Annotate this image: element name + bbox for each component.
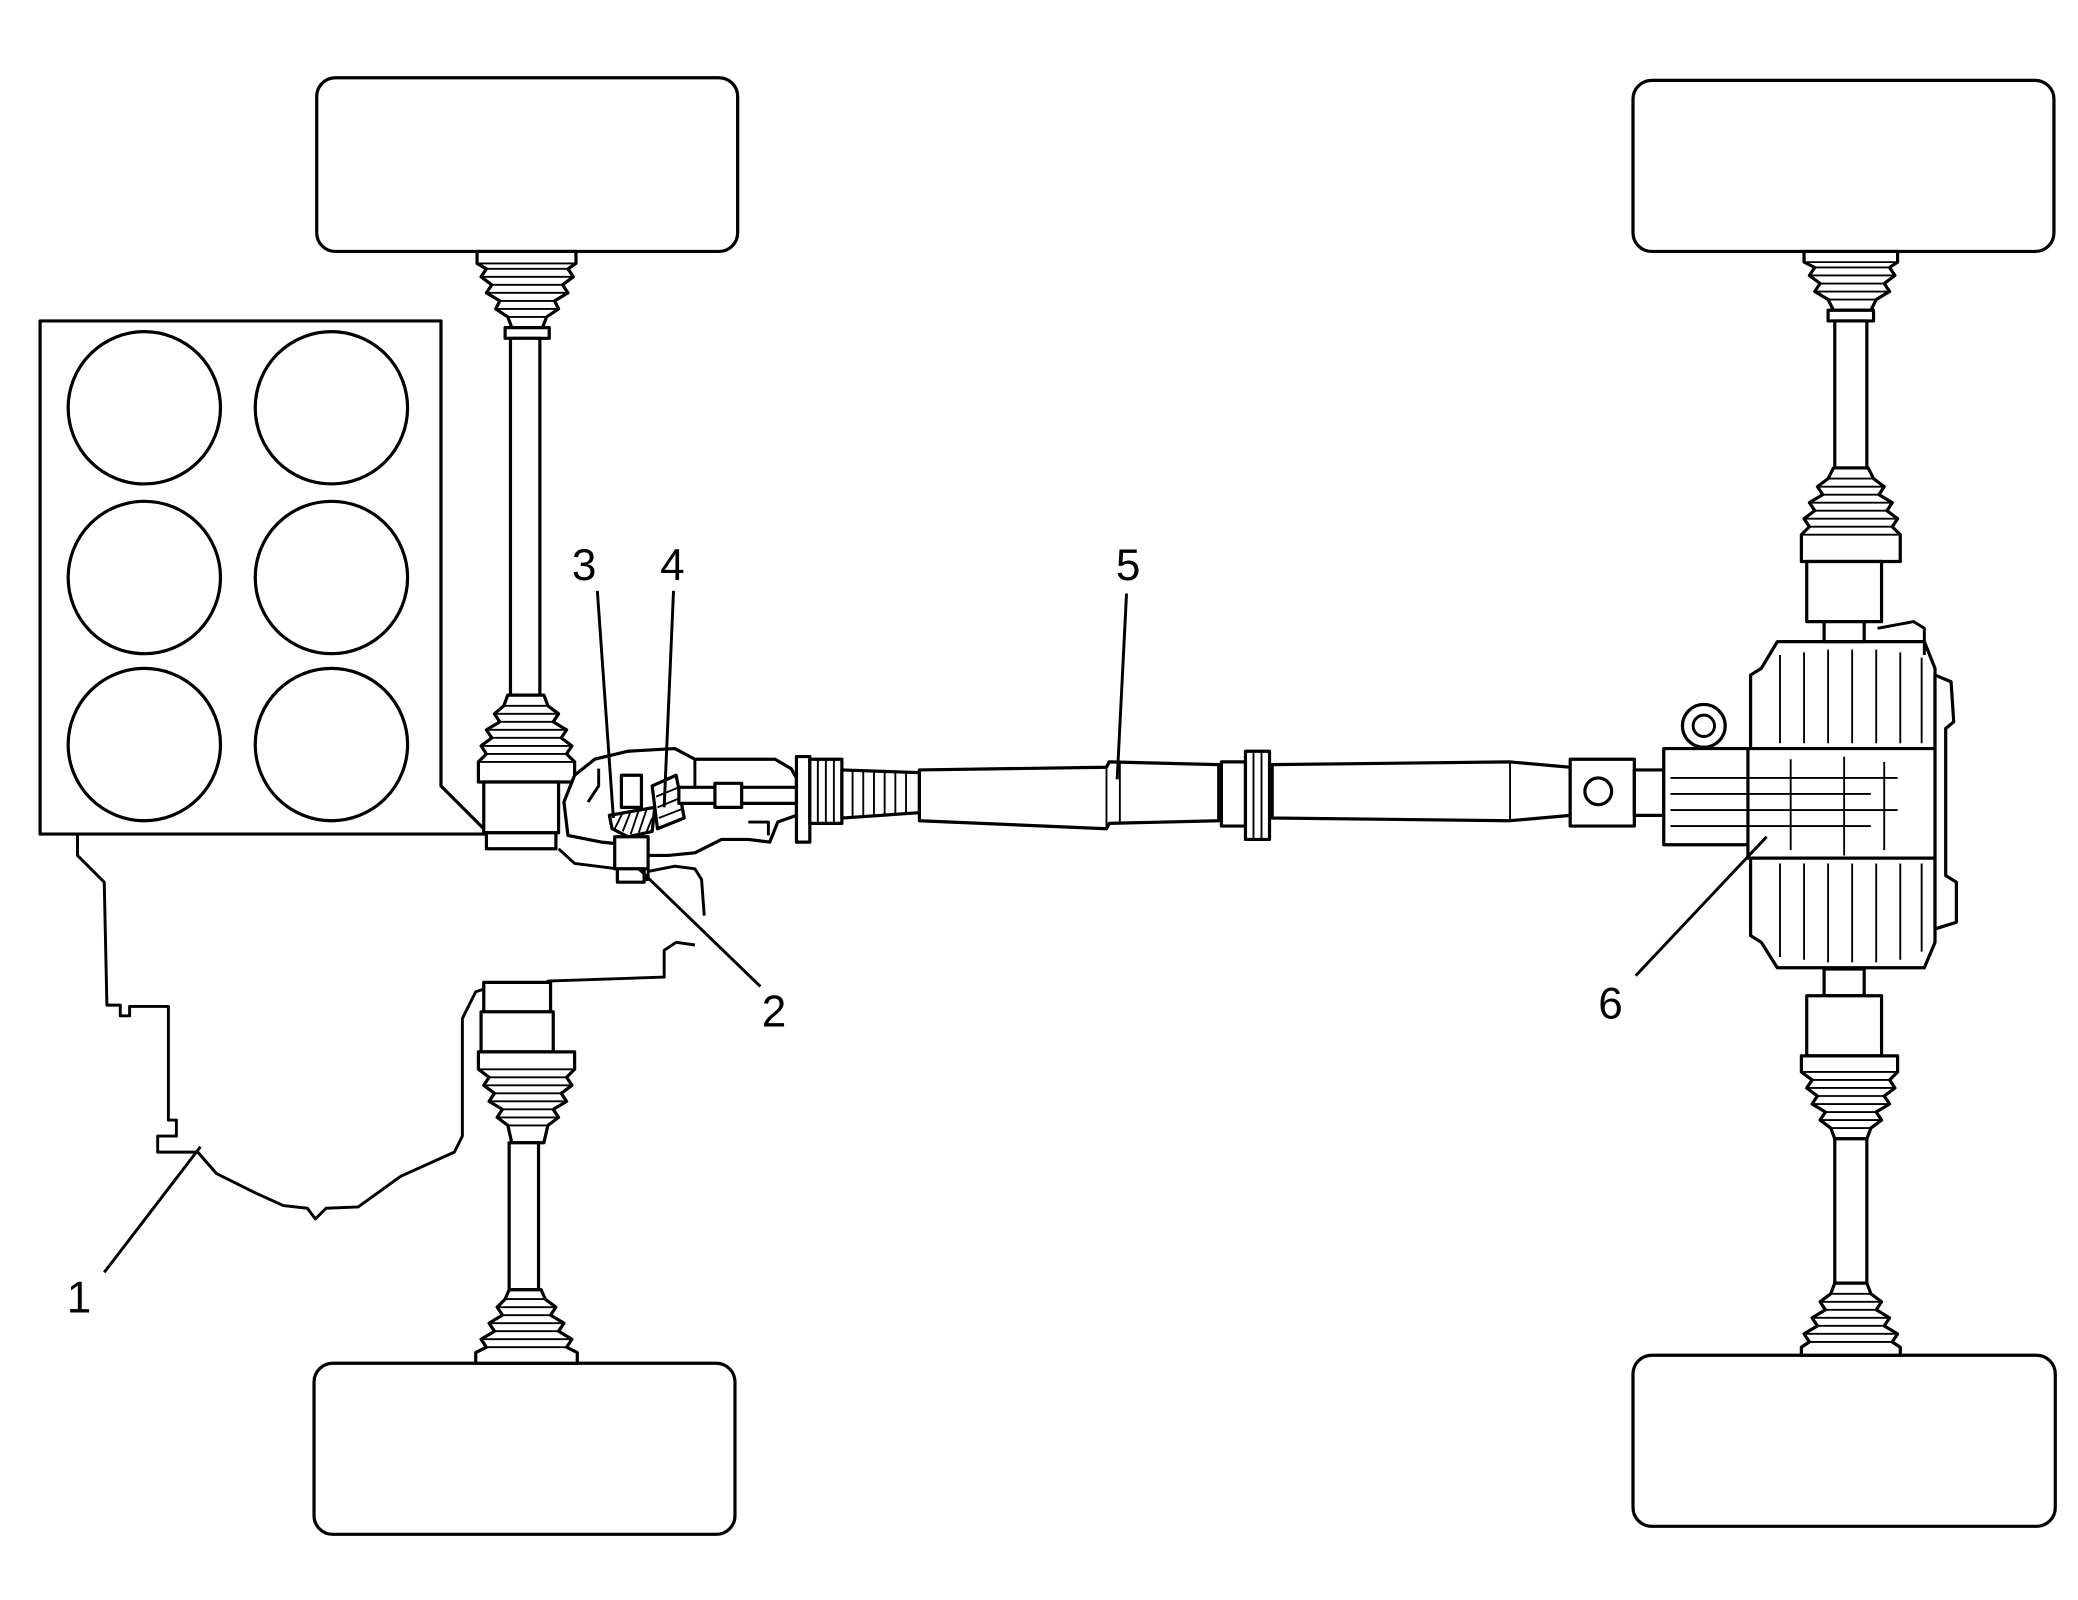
callout-4-label: 4 [660,541,685,590]
callout-6-label: 6 [1598,979,1623,1028]
u-joint-cap [1583,776,1614,807]
side-bracket [1933,673,1958,931]
callout-1-label: 1 [67,1273,92,1322]
callout-1-leader [103,1145,202,1274]
outer-cv-boot [474,1288,579,1365]
transmission-outline [76,834,696,1221]
inner-cv-boot [1799,1054,1900,1141]
output-bearing [713,781,744,809]
mount-bushing [1680,702,1727,749]
callout-4-leader [662,590,675,808]
transaxle [557,746,799,916]
cylinder [66,499,223,656]
boot-ridges [477,262,576,318]
engine [38,319,486,836]
inner-cv-housing [1805,994,1884,1058]
upper-case [1748,640,1937,751]
mount-bushing-inner [1691,713,1716,738]
front-right-wheel [312,1361,737,1536]
boot-ridges [478,1068,575,1127]
ring-gear-teeth [613,808,653,835]
callout-5-label: 5 [1116,541,1141,590]
front-left-halfshaft [475,249,578,851]
cylinder [253,330,410,486]
rear-right-halfshaft [1799,967,1902,1357]
front-flange [794,754,812,844]
center-case [1746,746,1940,860]
rear-tube [1270,760,1572,823]
callout-3-leader [595,590,615,819]
center-flange [1243,749,1272,842]
axle-shaft [508,336,542,697]
rear-yoke [1632,768,1666,817]
inner-cv-boot [476,1050,577,1145]
pinion-gear-teeth [655,786,684,819]
axle-shaft [1833,1137,1869,1285]
lower-case-fins [1779,863,1923,963]
internal-shafts [1670,756,1898,856]
center-flange-detail [1252,751,1263,840]
callout-6-leader [1634,835,1768,977]
front-tube [917,760,1221,831]
rear-left-wheel [1631,78,2056,254]
propeller-shaft [794,749,1666,844]
inner-cv-flange [482,980,553,1014]
boot-ridges [1801,477,1901,536]
lower-housing [557,847,706,916]
shaft-collar [1826,308,1876,323]
front-right-halfshaft [474,980,579,1365]
cylinder [253,666,410,823]
outer-cv-boot [1802,249,1900,312]
cylinder [253,499,410,656]
lower-case [1748,856,1937,970]
boot-ridges [481,1298,572,1349]
inner-cv-boot [1799,466,1902,564]
callout-3-label: 3 [572,541,597,590]
upper-case-fins [1779,649,1923,744]
drive-output-stub [613,835,650,871]
joint-ridges [816,759,835,824]
callout-2-label: 2 [762,988,787,1037]
top-bracket [1877,620,1926,656]
boot-ridges [478,704,575,763]
inner-cv-flange [484,831,558,851]
tube-seam [1105,763,1121,829]
cylinder [66,330,223,486]
rear-left-halfshaft [1799,249,1902,644]
boot-ridges [851,769,907,819]
callout-2-leader [637,867,762,988]
rear-right-wheel [1631,1353,2057,1528]
callout-5-leader [1115,593,1128,780]
rear-drive-module [1662,620,1958,970]
front-left-wheel [315,76,740,254]
inner-cv-flange [1822,967,1866,998]
boot-ridges [1804,261,1898,301]
inner-cv-housing [1805,559,1884,624]
input-housing [1662,746,1753,847]
boot-ridges [1804,1292,1898,1343]
cylinder [66,666,223,823]
pinion-shaft-top [619,773,644,809]
inner-cv-housing [482,780,561,835]
inner-cv-flange [1822,619,1866,644]
boot-ridges [1801,1071,1898,1130]
axle-shaft [1833,319,1869,470]
inner-cv-housing [479,1010,555,1054]
axle-shaft [507,1141,541,1292]
center-bearing [1219,760,1248,828]
